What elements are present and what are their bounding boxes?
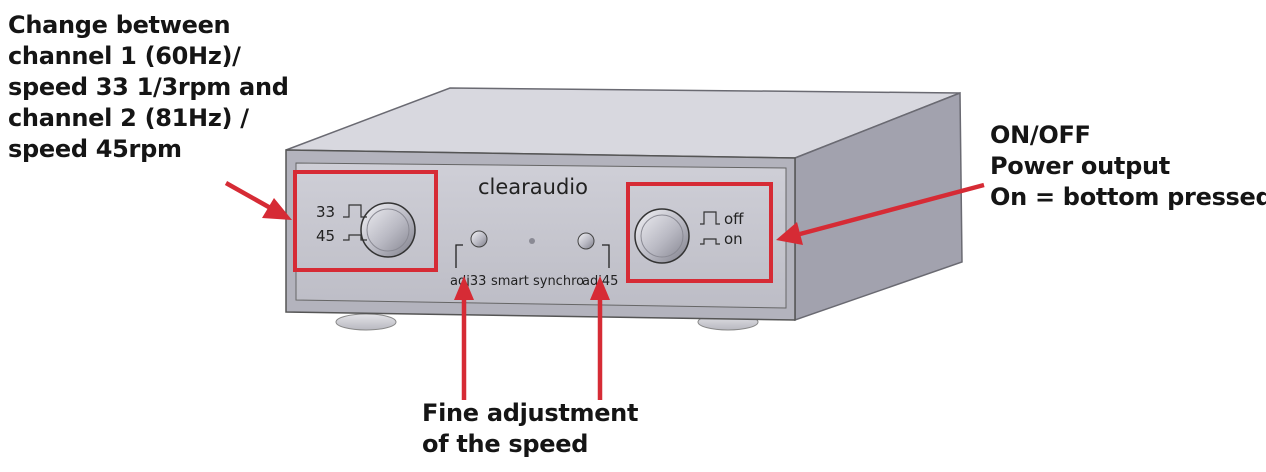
switch-up-icon (343, 204, 367, 218)
callout-line: speed 33 1/3rpm and (8, 73, 289, 101)
arrow-to-power-switch (776, 182, 985, 245)
callout-speed-switch: Change between channel 1 (60Hz)/ speed 3… (8, 10, 289, 165)
arrow-to-adj45 (590, 276, 610, 400)
speed-label-33: 33 (316, 203, 335, 221)
adj45-bracket (602, 244, 610, 268)
indicator-led (529, 238, 535, 244)
brand-logo: clearaudio (478, 175, 588, 199)
speed-label-45: 45 (316, 227, 335, 245)
adj33-bracket (455, 244, 463, 268)
callout-line: channel 2 (81Hz) / (8, 104, 249, 132)
power-label-on: on (724, 230, 743, 248)
callout-line: Change between (8, 11, 231, 39)
smart-synchro-label: smart synchro (491, 274, 584, 289)
speed-knob[interactable] (360, 202, 416, 258)
arrow-to-adj33 (454, 276, 474, 400)
callout-line: of the speed (422, 430, 589, 458)
adj33-button[interactable] (470, 230, 488, 248)
power-switch-up-icon (700, 211, 720, 225)
callout-line: ON/OFF (990, 121, 1091, 149)
speed-switch-highlight (293, 170, 438, 272)
callout-power-switch: ON/OFF Power output On = bottom pressed (990, 120, 1266, 213)
power-switch-highlight (626, 182, 773, 283)
power-switch-down-icon (700, 238, 720, 245)
adj45-button[interactable] (577, 232, 595, 250)
power-label-off: off (724, 210, 744, 228)
callout-line: channel 1 (60Hz)/ (8, 42, 241, 70)
callout-line: On = bottom pressed (990, 183, 1266, 211)
switch-down-icon (343, 234, 367, 241)
foot-left (335, 313, 397, 331)
arrow-to-speed-switch (224, 181, 292, 220)
callout-line: speed 45rpm (8, 135, 182, 163)
callout-line: Fine adjustment (422, 399, 639, 427)
callout-fine-adjustment: Fine adjustment of the speed (422, 398, 638, 460)
adj33-label: adj33 (450, 274, 486, 289)
callout-line: Power output (990, 152, 1170, 180)
power-knob[interactable] (634, 208, 690, 264)
